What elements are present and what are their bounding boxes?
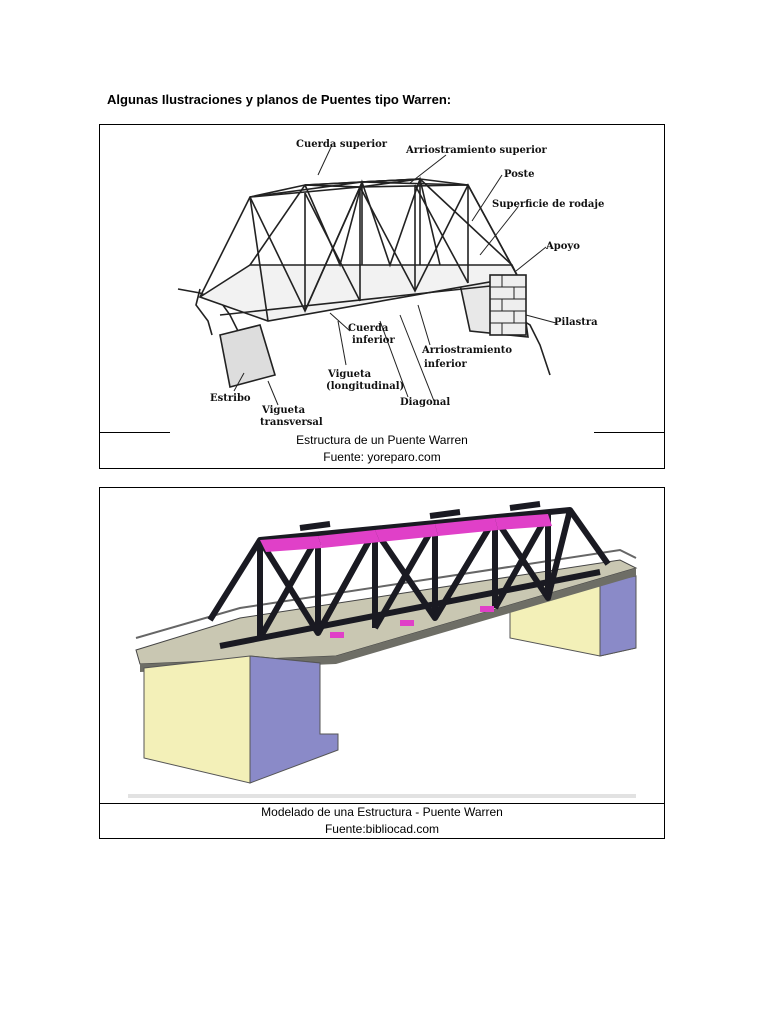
label-poste: Poste: [504, 169, 535, 180]
caption-rule-right: [594, 432, 664, 433]
caption-rule-left: [100, 432, 170, 433]
label-cuerda-inferior-1: Cuerda: [348, 323, 389, 334]
warren-bridge-model: [128, 501, 638, 798]
figure-warren-structure: Cuerda superior Arriostramiento superior…: [99, 124, 665, 469]
figure1-caption-source: Fuente: yoreparo.com: [323, 450, 441, 464]
warren-bridge-drawing: Cuerda superior Arriostramiento superior…: [177, 139, 604, 425]
label-diagonal: Diagonal: [400, 397, 450, 408]
figure2-caption: Modelado de una Estructura - Puente Warr…: [100, 804, 664, 838]
label-vigueta-longitudinal-1: Vigueta: [327, 369, 372, 380]
label-arriostramiento-superior: Arriostramiento superior: [405, 145, 548, 156]
figure1-caption-title: Estructura de un Puente Warren: [296, 433, 468, 447]
figure1-caption: Estructura de un Puente Warren Fuente: y…: [100, 432, 664, 466]
label-vigueta-longitudinal-2: (longitudinal): [326, 381, 404, 392]
label-estribo: Estribo: [210, 393, 251, 404]
label-cuerda-inferior-2: inferior: [352, 335, 395, 346]
label-pilastra: Pilastra: [554, 317, 598, 328]
figure-warren-model: Modelado de una Estructura - Puente Warr…: [99, 487, 665, 839]
label-arriostramiento-inferior-1: Arriostramiento: [421, 345, 512, 356]
label-cuerda-superior: Cuerda superior: [296, 139, 388, 150]
label-vigueta-transversal-2: transversal: [260, 417, 323, 425]
label-arriostramiento-inferior-2: inferior: [424, 359, 467, 370]
figure2-caption-title: Modelado de una Estructura - Puente Warr…: [261, 805, 503, 819]
label-apoyo: Apoyo: [545, 241, 580, 252]
label-vigueta-transversal-1: Vigueta: [261, 405, 306, 416]
figure2-caption-source: Fuente:bibliocad.com: [324, 822, 440, 836]
label-superficie-rodaje: Superficie de rodaje: [492, 199, 604, 210]
page-heading: Algunas Ilustraciones y planos de Puente…: [107, 92, 452, 107]
caption-rule: [100, 803, 664, 804]
